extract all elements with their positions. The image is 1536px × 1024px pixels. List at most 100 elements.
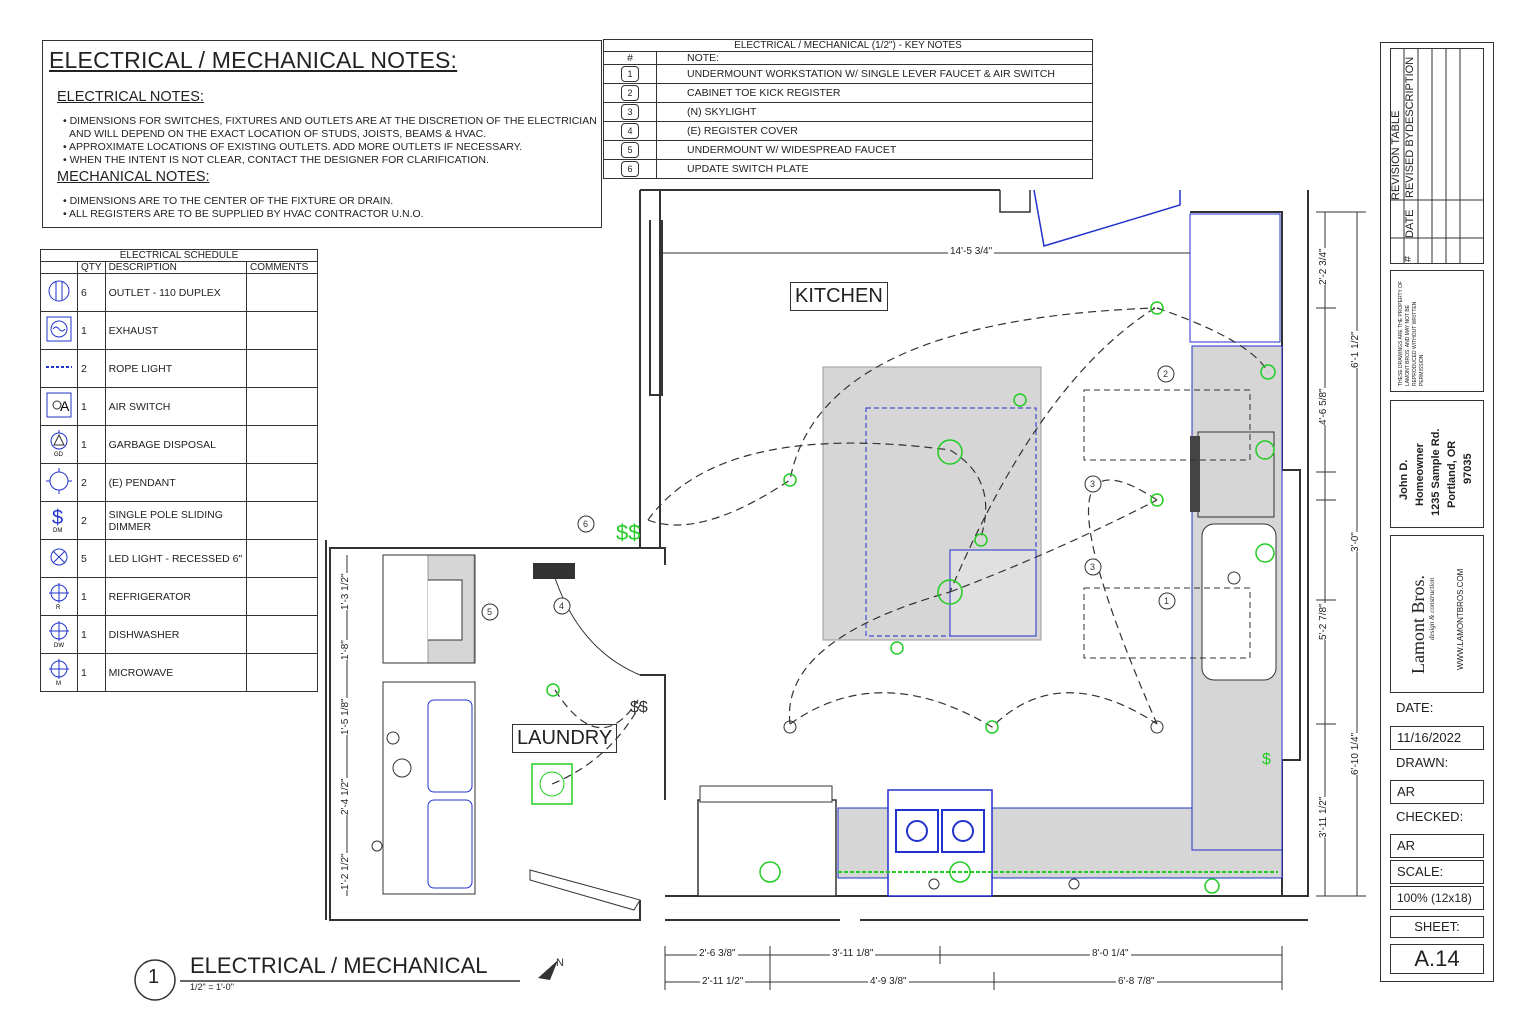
- laundry-cabinet-upper: [382, 554, 476, 664]
- right-dimension: 4'-6 5/8": [1318, 388, 1329, 425]
- schedule-desc: MICROWAVE: [104, 653, 248, 692]
- title-block: [1380, 42, 1494, 982]
- burner-left-ring-icon: [906, 820, 928, 842]
- laundry-door: [529, 869, 641, 911]
- switch-icon: $$: [630, 699, 648, 716]
- schedule-qty: 2: [77, 501, 106, 540]
- laundry-door-swing: [554, 577, 641, 676]
- rope-light-icon: [46, 366, 72, 368]
- burner-right-icon: [941, 809, 985, 853]
- company-tagline: design & construction: [1428, 577, 1436, 640]
- mechanical-notes-heading: MECHANICAL NOTES:: [57, 169, 210, 185]
- recessed-light-icon: [985, 720, 999, 734]
- laundry-dimension: 1'-2 1/2": [340, 853, 351, 890]
- dishwasher-front: [1190, 436, 1200, 512]
- key-note-markers: 6 5 4 2 3 3 1: [481, 365, 1176, 621]
- electrical-note-3: • APPROXIMATE LOCATIONS OF EXISTING OUTL…: [63, 141, 523, 153]
- svg-text:DW: DW: [54, 643, 64, 648]
- outlet-icon: [1255, 440, 1275, 460]
- notes-title: ELECTRICAL / MECHANICAL NOTES:: [49, 47, 458, 73]
- exhaust-icon: [46, 316, 72, 342]
- drawing-title-graphic: N: [134, 957, 564, 1001]
- refrigerator-outlet-icon: R: [49, 583, 69, 611]
- kitchen-sink: [1201, 523, 1277, 681]
- svg-text:3: 3: [1090, 562, 1095, 572]
- laundry-label: LAUNDRY: [512, 724, 618, 753]
- sheet-label: SHEET:: [1390, 916, 1484, 938]
- client-name: John D.: [1398, 459, 1410, 500]
- svg-text:$: $: [52, 507, 63, 529]
- laundry-dimension: 2'-4 1/2": [340, 778, 351, 815]
- skylight-1: [1083, 389, 1251, 461]
- schedule-desc: SINGLE POLE SLIDING DIMMER: [104, 501, 248, 540]
- kitchen-label: KITCHEN: [790, 282, 888, 311]
- electrical-note-4: • WHEN THE INTENT IS NOT CLEAR, CONTACT …: [63, 154, 489, 166]
- outlet-icon: [1204, 878, 1220, 894]
- outlet-icon: [1013, 393, 1027, 407]
- refrigerator-outlet-icon: [759, 861, 781, 883]
- key-note-hex-icon: 2: [621, 85, 639, 101]
- exhaust-fan-icon: [531, 763, 573, 805]
- date-label: DATE:: [1396, 700, 1434, 715]
- svg-text:6: 6: [583, 519, 588, 529]
- client-role: Homeowner: [1414, 443, 1426, 506]
- revision-table-title: REVISION TABLE: [1390, 110, 1402, 200]
- dishwasher-outlet-icon: DW: [49, 621, 69, 649]
- dimension-lines: [346, 211, 1366, 990]
- schedule-desc: OUTLET - 110 DUPLEX: [104, 273, 248, 312]
- north-arrow-icon: [538, 960, 558, 980]
- schedule-desc: AIR SWITCH: [104, 387, 248, 426]
- pendant-icon: [937, 579, 963, 605]
- scale-value: 100% (12x18): [1390, 886, 1484, 910]
- notes-panel: ELECTRICAL / MECHANICAL NOTES: ELECTRICA…: [42, 40, 602, 228]
- electrical-schedule-table: ELECTRICAL SCHEDULE QTY DESCRIPTION COMM…: [40, 249, 318, 692]
- refrigerator: [697, 799, 837, 897]
- outlet-icon: [974, 533, 988, 547]
- mechanical-note-1: • DIMENSIONS ARE TO THE CENTER OF THE FI…: [63, 195, 394, 207]
- key-note-text: CABINET TOE KICK REGISTER: [656, 83, 1093, 103]
- laundry-light-icon: [371, 840, 383, 852]
- right-dimension: 2'-2 3/4": [1318, 248, 1329, 285]
- key-note-row: 4(E) REGISTER COVER: [603, 121, 1093, 141]
- right-outer-dimension: 3'-0": [1350, 532, 1361, 552]
- dimmer-icon: $DM: [52, 507, 63, 534]
- top-dimension: 14'-5 3/4": [948, 246, 995, 257]
- island-storage: [949, 549, 1037, 637]
- svg-text:GD: GD: [54, 452, 64, 458]
- schedule-desc: GARBAGE DISPOSAL: [104, 425, 248, 464]
- key-note-hex-icon: 1: [621, 66, 639, 82]
- key-note-hex-icon: 5: [621, 142, 639, 158]
- microwave-outlet-icon: [949, 861, 971, 883]
- laundry-cabinet-lower: [382, 681, 476, 895]
- svg-text:5: 5: [487, 607, 492, 617]
- burner-left-icon: [895, 809, 939, 853]
- right-dimension: 5'-2 7/8": [1318, 603, 1329, 640]
- bottom-dimension: 8'-0 1/4": [1090, 948, 1131, 959]
- schedule-desc: (E) PENDANT: [104, 463, 248, 502]
- bottom-dimension: 6'-8 7/8": [1116, 976, 1157, 987]
- right-dimension: 3'-11 1/2": [1318, 796, 1329, 838]
- pendant-icon: [937, 439, 963, 465]
- checked-value: AR: [1390, 834, 1484, 858]
- laundry-dimension: 1'-8": [340, 640, 351, 660]
- svg-text:A: A: [60, 398, 70, 414]
- garbage-disposal-icon: [1255, 543, 1275, 563]
- upper-cabinet-right: [1189, 213, 1281, 343]
- svg-text:2: 2: [1163, 369, 1168, 379]
- sheet-value: A.14: [1390, 944, 1484, 974]
- svg-text:3: 3: [1090, 479, 1095, 489]
- key-note-hex-icon: 3: [621, 104, 639, 120]
- existing-pendant-icon: [1150, 720, 1164, 734]
- garbage-disposal-icon: GD: [50, 430, 68, 458]
- refrigerator-top: [699, 785, 833, 803]
- recessed-light-icon: [1150, 493, 1164, 507]
- bottom-dimension: 4'-9 3/8": [868, 976, 909, 987]
